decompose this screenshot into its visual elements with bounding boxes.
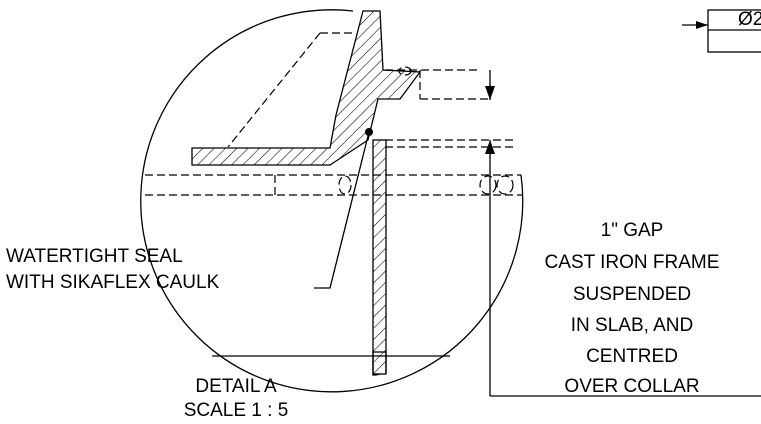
detail-circle	[140, 9, 524, 393]
frame-note-line-4: IN SLAB, AND	[571, 315, 694, 336]
detail-title: DETAIL A	[195, 376, 277, 397]
hidden-lines	[145, 32, 522, 196]
diameter-symbol: Ø2	[738, 9, 761, 30]
frame-note-line-3: SUSPENDED	[573, 284, 691, 305]
diameter-dimension-box	[682, 9, 761, 53]
watertight-note-line-2: WITH SIKAFLEX CAULK	[6, 272, 220, 293]
frame-note-line-6: OVER COLLAR	[564, 376, 699, 397]
watertight-note-line-1: WATERTIGHT SEAL	[6, 246, 183, 267]
frame-note-line-5: CENTRED	[586, 346, 678, 367]
seal-leader	[314, 131, 370, 289]
detail-scale: SCALE 1 : 5	[184, 400, 289, 421]
frame-section	[191, 10, 422, 166]
gap-dimension	[485, 70, 761, 397]
collar-section	[372, 139, 387, 376]
frame-note-line-1: 1" GAP	[601, 220, 664, 241]
frame-note-line-2: CAST IRON FRAME	[545, 252, 720, 273]
